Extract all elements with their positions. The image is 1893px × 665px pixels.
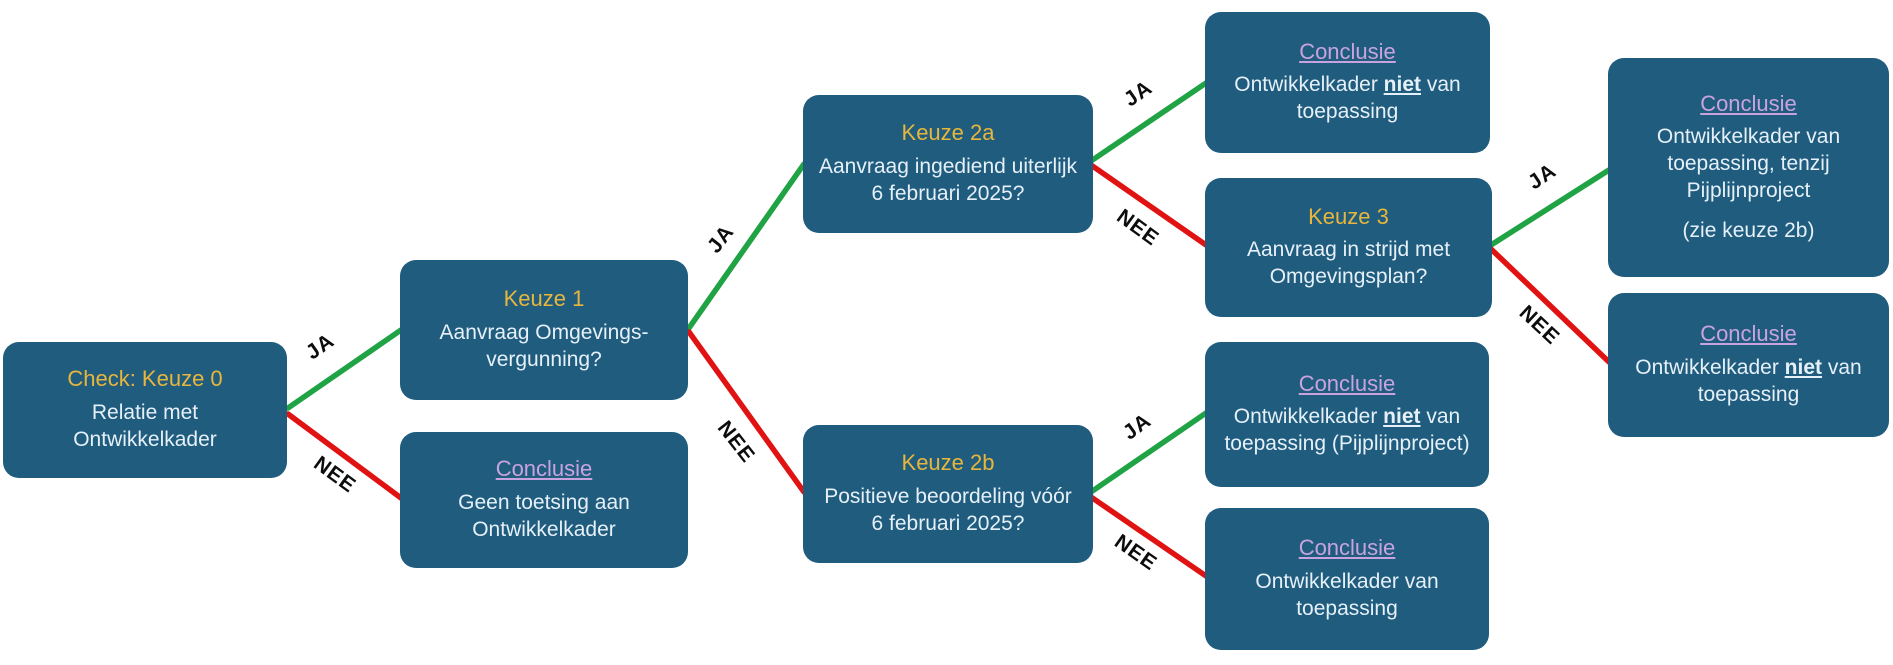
node-keuze-2a: Keuze 2a Aanvraag ingediend uiterlijk 6 … xyxy=(803,95,1093,233)
node-conclusie-geen-toetsing: Conclusie Geen toetsing aan Ontwikkelkad… xyxy=(400,432,688,568)
edge-keuze0-ja-label: JA xyxy=(302,329,339,364)
node-title: Conclusie xyxy=(1700,90,1797,116)
body-emphasis: niet xyxy=(1784,355,1823,379)
edge-keuze1-ja-label: JA xyxy=(703,221,739,258)
node-body: Relatie met Ontwikkelkader xyxy=(73,400,217,451)
edge-keuze2b-ja-label: JA xyxy=(1119,409,1156,445)
node-title: Conclusie xyxy=(1298,535,1396,561)
node-conclusie-van-toepassing-tenzij-pijplijnproject: Conclusie Ontwikkelkader van toepassing,… xyxy=(1608,58,1889,277)
edge-keuze2a-ja-line xyxy=(1088,80,1209,164)
node-body: Aanvraag ingediend uiterlijk 6 februari … xyxy=(819,154,1077,205)
node-title: Keuze 3 xyxy=(1308,203,1389,229)
body-emphasis: niet xyxy=(1383,73,1422,97)
node-body: Geen toetsing aan Ontwikkelkader xyxy=(458,490,630,541)
edge-keuze3-ja-line xyxy=(1488,167,1612,248)
node-title: Conclusie xyxy=(1299,38,1396,64)
node-body: Ontwikkelkader van toepassing, tenzij Pi… xyxy=(1656,124,1841,202)
node-body: Aanvraag Omgevings-vergunning? xyxy=(439,320,649,371)
edge-keuze2b-nee-line xyxy=(1088,494,1209,579)
node-body: Positieve beoordeling vóór 6 februari 20… xyxy=(824,484,1072,535)
node-conclusie-van-toepassing: Conclusie Ontwikkelkader van toepassing xyxy=(1205,508,1489,650)
node-body: Ontwikkelkader niet van toepassing xyxy=(1220,72,1475,126)
edge-keuze2a-nee-line xyxy=(1088,162,1209,248)
node-title: Check: Keuze 0 xyxy=(67,366,223,392)
node-conclusie-niet-van-toepassing-pijplijnproject: Conclusie Ontwikkelkader niet van toepas… xyxy=(1205,342,1489,487)
body-emphasis: niet xyxy=(1383,405,1421,429)
node-title: Conclusie xyxy=(1700,321,1797,347)
node-conclusie-niet-van-toepassing-boven: Conclusie Ontwikkelkader niet van toepas… xyxy=(1205,12,1490,153)
body-text: Ontwikkelkader xyxy=(1234,73,1384,97)
node-body: Ontwikkelkader niet van toepassing xyxy=(1623,355,1874,409)
node-body: Ontwikkelkader niet van toepassing (Pijp… xyxy=(1220,404,1474,458)
node-body-note: (zie keuze 2b) xyxy=(1682,218,1815,242)
body-text: Ontwikkelkader xyxy=(1635,355,1785,379)
body-text: van toepassing xyxy=(1697,355,1862,406)
body-text: van toepassing (Pijplijnproject) xyxy=(1224,405,1470,456)
node-title: Keuze 2a xyxy=(901,120,995,146)
node-body: Ontwikkelkader van toepassing xyxy=(1255,569,1439,620)
node-title: Conclusie xyxy=(495,456,593,482)
edge-keuze2b-ja-line xyxy=(1088,410,1209,495)
edge-keuze0-nee-line xyxy=(285,411,404,501)
edge-keuze2a-ja-label: JA xyxy=(1120,76,1157,111)
node-title: Conclusie xyxy=(1298,370,1396,396)
edge-keuze3-ja-label: JA xyxy=(1524,159,1561,194)
edge-keuze1-ja-line xyxy=(686,161,807,331)
body-text: Ontwikkelkader xyxy=(1233,405,1384,429)
node-title: Keuze 2b xyxy=(901,450,995,476)
body-text: van toepassing xyxy=(1296,73,1461,124)
node-check-keuze-0: Check: Keuze 0 Relatie met Ontwikkelkade… xyxy=(3,342,287,478)
node-keuze-3: Keuze 3 Aanvraag in strijd met Omgevings… xyxy=(1205,178,1492,317)
node-body: Aanvraag in strijd met Omgevingsplan? xyxy=(1246,238,1451,289)
edge-keuze1-nee-line xyxy=(686,329,807,495)
node-title: Keuze 1 xyxy=(503,286,585,312)
node-conclusie-niet-van-toepassing-rechts: Conclusie Ontwikkelkader niet van toepas… xyxy=(1608,293,1889,437)
node-keuze-2b: Keuze 2b Positieve beoordeling vóór 6 fe… xyxy=(803,425,1093,563)
edge-keuze3-nee-line xyxy=(1488,246,1612,365)
edge-keuze0-ja-line xyxy=(285,327,404,411)
node-keuze-1: Keuze 1 Aanvraag Omgevings-vergunning? xyxy=(400,260,688,400)
